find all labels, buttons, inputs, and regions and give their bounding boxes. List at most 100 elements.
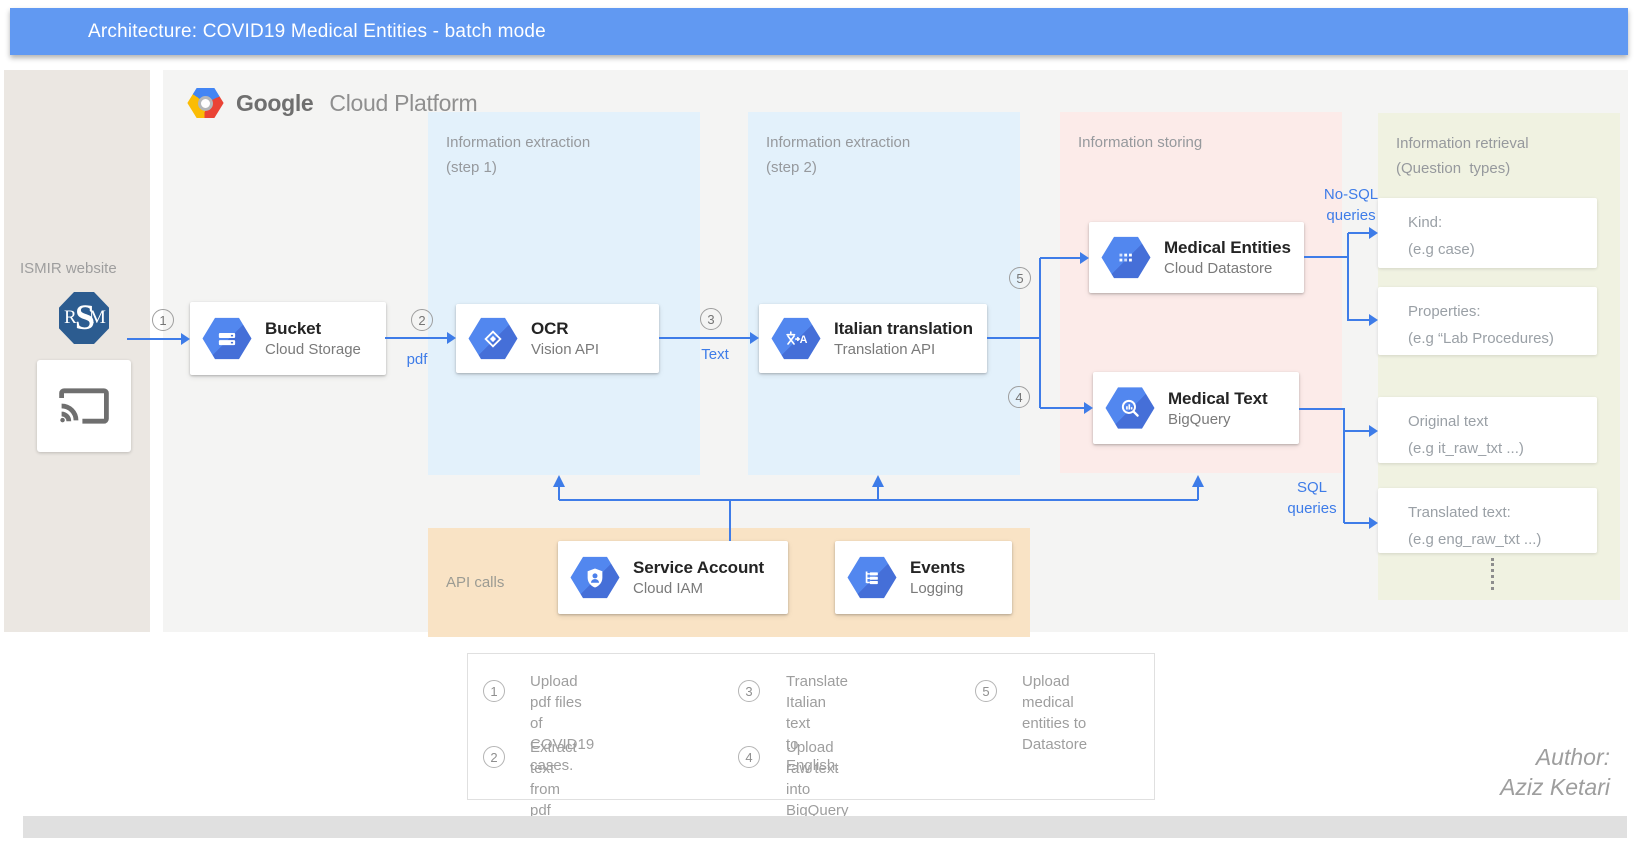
edge-translation-out <box>987 337 1041 339</box>
node-subtitle: Vision API <box>531 341 600 358</box>
edge-label-text: Text <box>701 346 729 363</box>
gcp-logo: Google Cloud Platform <box>187 86 478 120</box>
arrowhead <box>553 475 565 487</box>
title-bar: Architecture: COVID19 Medical Entities -… <box>10 8 1628 55</box>
panel-step2-subtitle: (step 2) <box>766 159 817 176</box>
node-title: Service Account <box>633 558 765 577</box>
retrieval-card-properties: Properties: (e.g “Lab Procedures) <box>1378 287 1597 355</box>
node-subtitle: Cloud IAM <box>633 580 704 597</box>
website-card <box>37 360 131 452</box>
legend-badge-4: 4 <box>738 746 760 768</box>
gcp-logo-word2: Cloud Platform <box>329 89 478 116</box>
arrowhead <box>1369 425 1378 437</box>
arrowhead <box>1192 475 1204 487</box>
edge-api-to-storing <box>1197 487 1199 500</box>
edge-iam-stub <box>729 500 731 541</box>
ismir-sidebar: ISMIR website R S M <box>4 70 150 632</box>
node-subtitle: Cloud Storage <box>265 341 361 358</box>
card-line2: (e.g eng_raw_txt ...) <box>1408 531 1542 548</box>
node-cloud-storage: Bucket Cloud Storage <box>190 302 386 375</box>
node-title: Medical Text <box>1168 388 1268 408</box>
arrowhead <box>750 332 759 344</box>
arrowhead <box>872 475 884 487</box>
sirm-letter-m: M <box>89 307 106 328</box>
edge-nosql-branch <box>1347 233 1349 321</box>
step-badge-2: 2 <box>411 309 433 331</box>
edge-to-kind <box>1348 232 1369 234</box>
step-badge-3: 3 <box>700 308 722 330</box>
retrieval-card-kind: Kind: (e.g case) <box>1378 198 1597 268</box>
legend-badge-3: 3 <box>738 680 760 702</box>
panel-step1-subtitle: (step 1) <box>446 159 497 176</box>
svg-text:A: A <box>800 333 808 345</box>
legend-badge-2: 2 <box>483 746 505 768</box>
arrowhead <box>447 332 456 344</box>
edge-ocr-to-translation <box>659 337 750 339</box>
author-credit: Author:Aziz Ketari <box>1500 744 1610 800</box>
node-cloud-datastore: Medical Entities Cloud Datastore <box>1089 222 1304 293</box>
panel-step2-title: Information extraction <box>766 134 911 151</box>
arrowhead <box>1084 402 1093 414</box>
vision-api-icon <box>468 317 518 360</box>
node-title: Bucket <box>265 319 322 338</box>
card-line1: Translated text: <box>1408 504 1511 521</box>
bigquery-icon <box>1105 387 1155 429</box>
node-cloud-iam: Service Account Cloud IAM <box>558 541 788 614</box>
node-title: OCR <box>531 319 569 338</box>
edge-label-pdf: pdf <box>406 351 428 368</box>
arrowhead <box>1080 252 1089 264</box>
api-calls-label: API calls <box>446 574 505 591</box>
step-badge-1: 1 <box>152 309 174 331</box>
card-line2: (e.g “Lab Procedures) <box>1408 330 1554 347</box>
edge-datastore-out <box>1304 256 1349 258</box>
edge-to-properties <box>1348 319 1369 321</box>
node-subtitle: Translation API <box>834 341 936 358</box>
node-bigquery: Medical Text BigQuery <box>1093 372 1299 444</box>
node-subtitle: BigQuery <box>1168 410 1231 428</box>
footer-bar <box>23 816 1627 838</box>
node-title: Medical Entities <box>1164 238 1291 257</box>
sirm-logo: R S M <box>59 292 109 344</box>
panel-extraction-step1: Information extraction (step 1) <box>428 112 700 475</box>
arrowhead <box>1369 314 1378 326</box>
sirm-letter-s: S <box>75 297 96 337</box>
edge-api-to-step2 <box>877 487 879 500</box>
edge-to-original-text <box>1344 430 1369 432</box>
edge-to-bigquery <box>1040 407 1084 409</box>
arrowhead <box>1369 227 1378 239</box>
edge-bigquery-out <box>1299 408 1345 410</box>
node-title: Italian translation <box>834 319 973 338</box>
logging-icon <box>847 556 897 599</box>
node-subtitle: Cloud Datastore <box>1164 260 1273 277</box>
card-line1: Properties: <box>1408 303 1481 320</box>
card-line2: (e.g case) <box>1408 241 1475 258</box>
gcp-logo-word1: Google <box>236 89 314 116</box>
panel-extraction-step2: Information extraction (step 2) <box>748 112 1020 475</box>
sirm-letter-r: R <box>64 307 77 328</box>
cloud-datastore-icon <box>1101 236 1151 279</box>
step-badge-5: 5 <box>1009 267 1031 289</box>
node-subtitle: Logging <box>910 580 964 597</box>
sidebar-title: ISMIR website <box>20 260 117 277</box>
edge-api-to-step1 <box>558 487 560 500</box>
card-line2: (e.g it_raw_txt ...) <box>1408 440 1524 457</box>
legend-badge-5: 5 <box>975 680 997 702</box>
node-title: Events <box>910 558 966 577</box>
gcp-hexagon-icon <box>187 87 224 119</box>
cloud-iam-icon <box>570 556 620 599</box>
step-badge-4: 4 <box>1008 386 1030 408</box>
cloud-storage-icon <box>202 317 252 360</box>
panel-retrieval-subtitle: (Question types) <box>1396 160 1511 177</box>
edge-to-datastore <box>1040 257 1080 259</box>
retrieval-card-translated-text: Translated text: (e.g eng_raw_txt ...) <box>1378 488 1597 553</box>
edge-sql-branch <box>1343 409 1345 523</box>
retrieval-card-original-text: Original text (e.g it_raw_txt ...) <box>1378 397 1597 463</box>
arrowhead <box>1369 517 1378 529</box>
edge-api-calls-bus <box>559 499 1198 501</box>
node-vision-api: OCR Vision API <box>456 304 659 373</box>
panel-step1-title: Information extraction <box>446 134 591 151</box>
page-title: Architecture: COVID19 Medical Entities -… <box>88 20 546 42</box>
